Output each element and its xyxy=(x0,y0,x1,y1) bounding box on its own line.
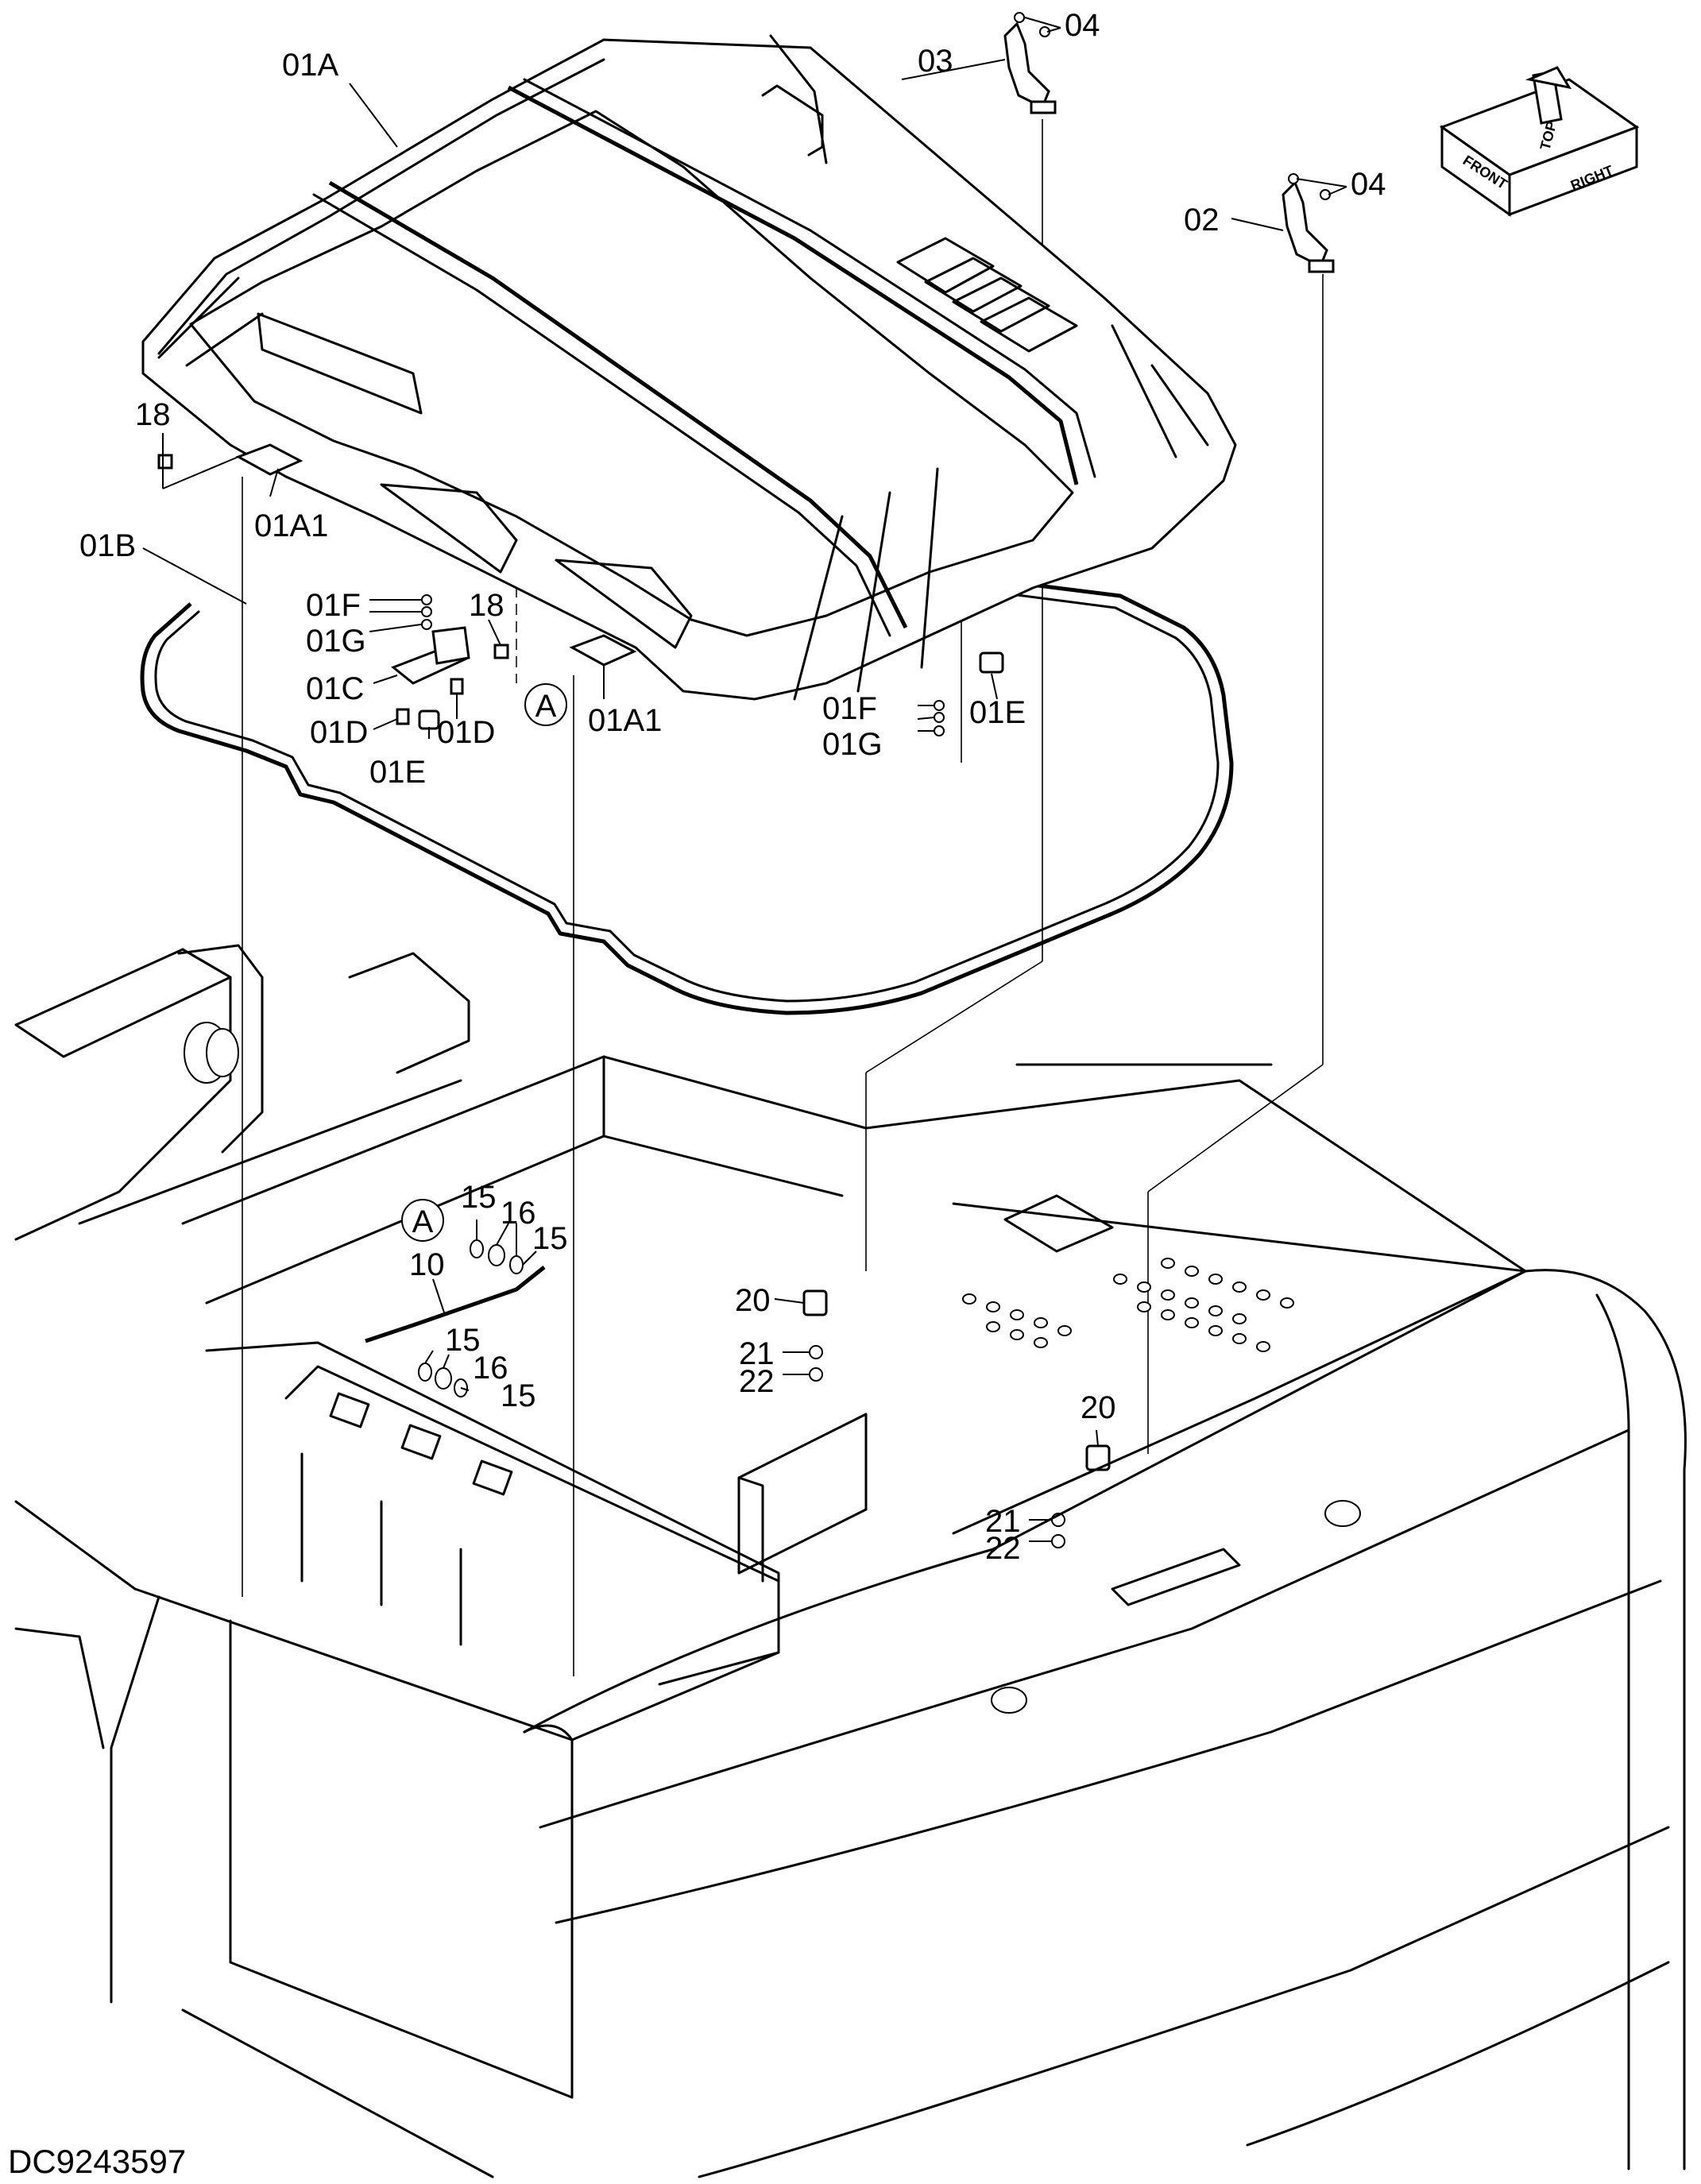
orientation-cube: FRONT TOP RIGHT xyxy=(1439,66,1640,217)
callout-15-d: 15 xyxy=(501,1378,536,1413)
callout-01C: 01C xyxy=(306,671,364,706)
callout-01A1-right: 01A1 xyxy=(588,703,662,738)
drawing-number: DC9243597 xyxy=(8,2143,186,2180)
callout-15-c: 15 xyxy=(445,1323,481,1358)
callout-20-b: 20 xyxy=(1081,1390,1116,1425)
callout-01E-left: 01E xyxy=(369,755,426,790)
callout-16-b: 16 xyxy=(473,1351,508,1386)
callout-01A: 01A xyxy=(282,48,338,83)
callout-01F-right: 01F xyxy=(822,691,877,726)
callout-01G-right: 01G xyxy=(822,727,883,762)
callout-18-mid: 18 xyxy=(469,588,505,623)
callout-leaders xyxy=(142,17,1347,1542)
hole-pattern xyxy=(962,1258,1294,1352)
callout-16-a: 16 xyxy=(501,1196,536,1231)
cover-01A xyxy=(141,34,1237,701)
callout-04-mid: 04 xyxy=(1351,167,1386,202)
callout-20-a: 20 xyxy=(735,1283,771,1318)
callout-03: 03 xyxy=(918,44,953,79)
callout-01A1-left: 01A1 xyxy=(254,508,328,543)
callout-21-a: 21 xyxy=(739,1336,775,1371)
callout-10: 10 xyxy=(409,1247,445,1282)
reference-marker-a-top-label: A xyxy=(535,689,557,724)
callout-15-b: 15 xyxy=(532,1221,568,1256)
callout-01B: 01B xyxy=(79,528,136,563)
callout-18-left: 18 xyxy=(135,397,171,432)
reference-marker-a-top xyxy=(524,683,567,726)
callout-22-b: 22 xyxy=(985,1531,1021,1566)
callout-15-a: 15 xyxy=(461,1180,497,1215)
callout-01F-left: 01F xyxy=(306,588,361,623)
callout-01E-right: 01E xyxy=(969,695,1026,730)
seal-gasket-01B xyxy=(140,578,1234,1015)
callout-labels: 01A 03 04 04 02 18 01A1 01B 01F 01G 01C … xyxy=(79,8,1386,1566)
reference-marker-a-bottom-label: A xyxy=(412,1204,434,1239)
callout-02: 02 xyxy=(1184,203,1220,238)
callout-04-top: 04 xyxy=(1065,8,1100,43)
callout-01D-right: 01D xyxy=(437,715,495,750)
machine-body xyxy=(14,944,1687,2178)
callout-21-b: 21 xyxy=(985,1504,1021,1539)
reference-marker-a-bottom xyxy=(401,1199,444,1242)
callout-01G-left: 01G xyxy=(306,624,366,659)
callout-01D-left: 01D xyxy=(310,715,368,750)
callout-22-a: 22 xyxy=(739,1364,775,1399)
